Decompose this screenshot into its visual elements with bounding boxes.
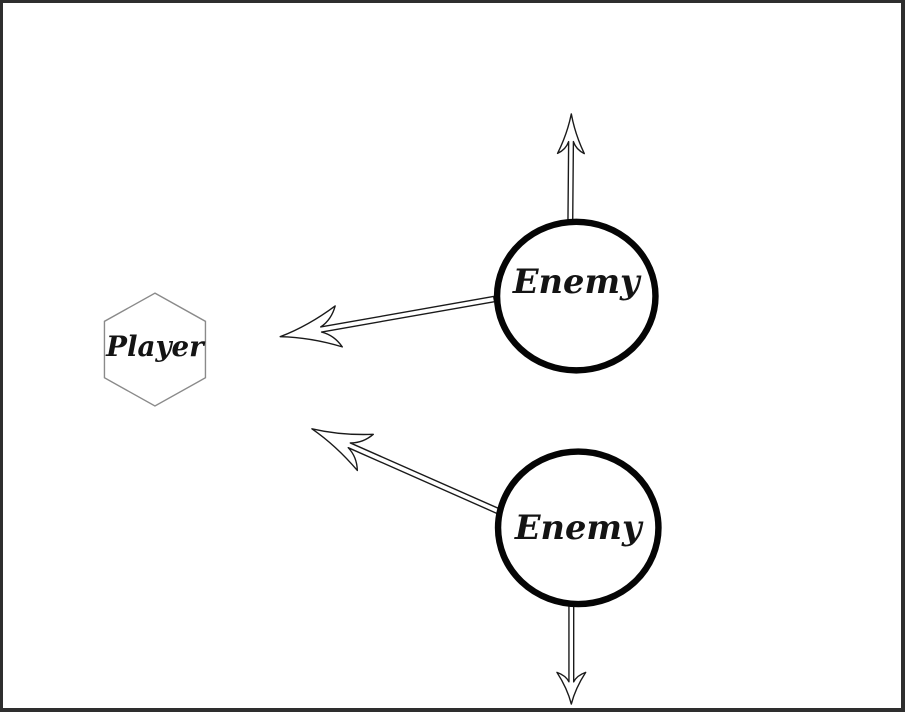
enemy-top-shape [493, 218, 659, 374]
arrow-enemy-top-to-player [279, 295, 496, 348]
player-shape [103, 292, 207, 407]
arrow-enemy-bottom-down [556, 604, 587, 705]
enemy-top-label: Enemy [512, 261, 642, 301]
player-label: Player [105, 330, 206, 363]
edges-layer [279, 113, 587, 705]
enemy-bottom-shape [494, 448, 662, 608]
enemy-bottom-label: Enemy [514, 507, 644, 547]
arrow-enemy-bottom-up-left [311, 428, 502, 516]
arrow-enemy-top-up [556, 113, 585, 223]
